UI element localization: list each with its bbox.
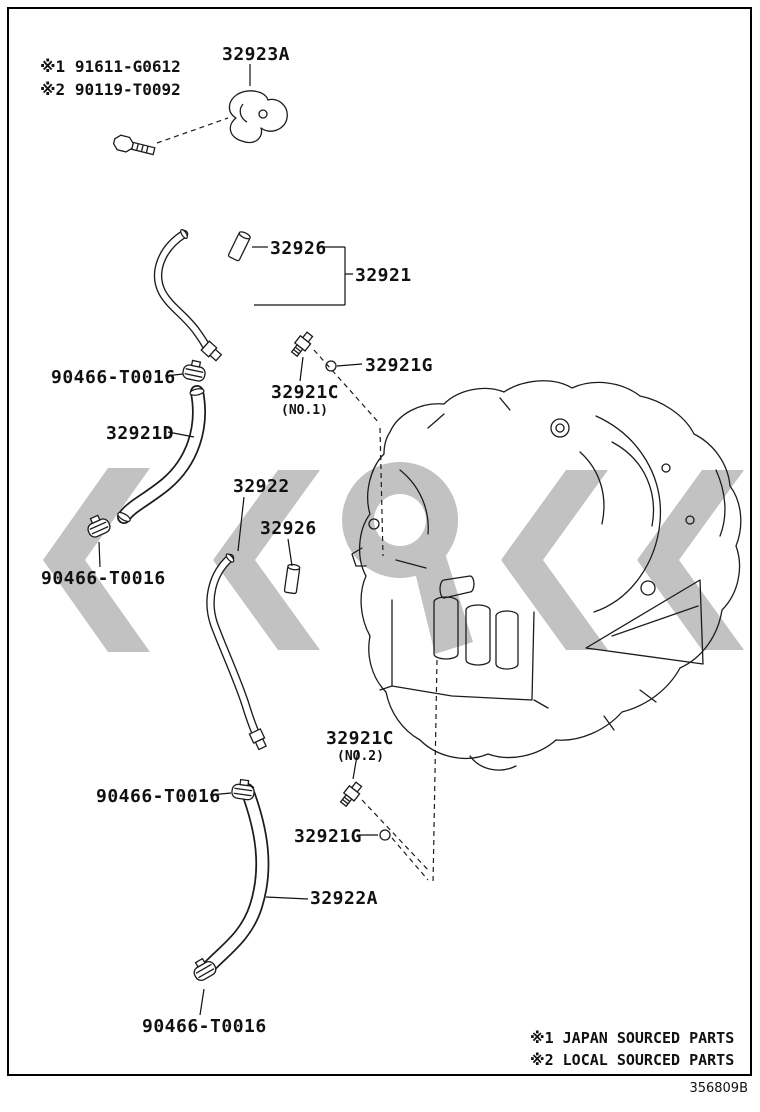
part-label-32926-top: 32926: [270, 238, 327, 259]
watermark-chevron-3: [501, 470, 608, 650]
union-32921c-no1-part: [288, 329, 316, 359]
clamp-90466-3-part: [230, 777, 257, 802]
sleeve-32926-top-part: [227, 229, 252, 262]
bolt-part: [112, 134, 156, 156]
hose-32922a-part: [199, 783, 270, 977]
part-label-no2: (NO.2): [337, 749, 384, 764]
sleeve-32926-2-part: [283, 563, 301, 595]
transmission-drawing: [351, 380, 742, 771]
union-32921c-no2-part: [337, 779, 365, 809]
part-label-32921c-2: 32921C: [326, 728, 395, 749]
watermark-chevron-4: [637, 470, 744, 650]
part-label-90466-4: 90466-T0016: [142, 1016, 267, 1037]
legend-japan-sourced: ※1 JAPAN SOURCED PARTS: [530, 1029, 735, 1047]
legend-local-sourced: ※2 LOCAL SOURCED PARTS: [530, 1051, 735, 1069]
tube-32922-fitting: [248, 728, 269, 751]
part-label-32921: 32921: [355, 265, 412, 286]
assembly-dashed-links: [156, 117, 438, 886]
part-label-32923a: 32923A: [222, 44, 291, 65]
drawing-number: 356809B: [689, 1081, 748, 1096]
part-label-32921g-1: 32921G: [365, 355, 434, 376]
part-label-32921g-2: 32921G: [294, 826, 363, 847]
part-label-no1: (NO.1): [281, 403, 328, 418]
part-label-32922: 32922: [233, 476, 290, 497]
watermark-ring: [342, 462, 459, 578]
page-border: [7, 7, 752, 1076]
part-label-32922a: 32922A: [310, 888, 379, 909]
tube-32922-part: [206, 553, 261, 739]
leader-lines: [98, 64, 378, 1016]
part-label-90466-2: 90466-T0016: [41, 568, 166, 589]
part-label-90466-1: 90466-T0016: [51, 367, 176, 388]
gasket-32921g-no1-part: [325, 360, 337, 372]
clamp-bracket-32923a-part: [228, 90, 288, 144]
part-label-90466-3: 90466-T0016: [96, 786, 221, 807]
watermark-tail: [412, 550, 473, 654]
part-label-32921d: 32921D: [106, 423, 175, 444]
sourced-part-note-1: ※1 91611-G0612: [40, 57, 181, 76]
tube-32921-part: [153, 229, 213, 355]
gasket-32921g-no2-part: [379, 829, 391, 841]
sourced-part-note-2: ※2 90119-T0092: [40, 80, 181, 99]
clamp-90466-1-part: [181, 358, 208, 383]
part-label-32921c-1: 32921C: [271, 382, 340, 403]
part-label-32926-2: 32926: [260, 518, 317, 539]
watermark-chevron-1: [43, 468, 150, 652]
hose-32921d-part: [117, 385, 206, 524]
